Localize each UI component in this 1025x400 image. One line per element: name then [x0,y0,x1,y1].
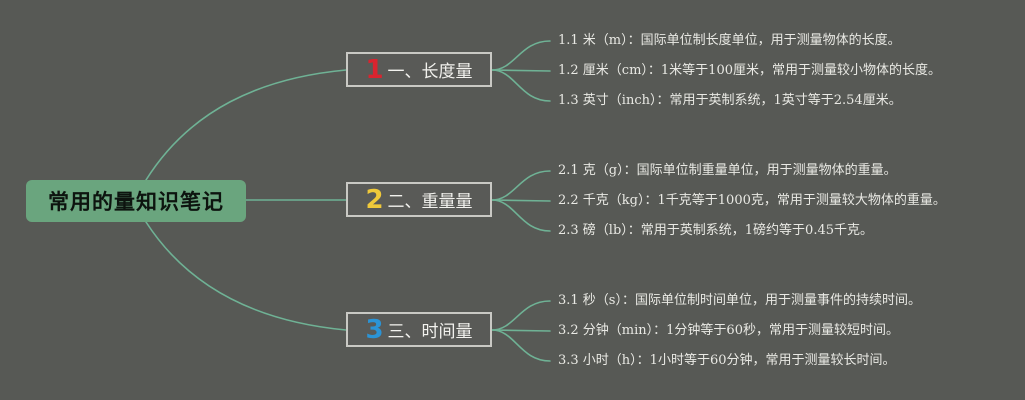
root-topic-label: 常用的量知识笔记 [48,190,224,214]
leaf-1-3[interactable]: 1.3 英寸（inch）：常用于英制系统，1英寸等于2.54厘米。 [558,93,902,108]
branch-topic-1[interactable]: 1 一、长度量 [346,52,492,87]
connector-branch-3-leaf-3 [491,329,551,362]
branch-topic-3-label: 三、时间量 [387,322,473,342]
connector-branch-1-leaf-2 [491,69,551,72]
leaf-3-3[interactable]: 3.3 小时（h）：1小时等于60分钟，常用于测量较长时间。 [558,353,896,368]
leaf-1-2[interactable]: 1.2 厘米（cm）：1米等于100厘米，常用于测量较小物体的长度。 [558,63,941,78]
branch-topic-2-label: 二、重量量 [387,192,473,212]
number-2-icon: 2 [365,184,384,215]
branch-topic-2[interactable]: 2 二、重量量 [346,182,492,217]
connector-branch-2-leaf-3 [491,199,551,232]
leaf-3-2[interactable]: 3.2 分钟（min）：1分钟等于60秒，常用于测量较短时间。 [558,323,899,338]
branch-topic-1-label: 一、长度量 [387,62,473,82]
leaf-2-3[interactable]: 2.3 磅（lb）：常用于英制系统，1磅约等于0.45千克。 [558,223,874,238]
connector-branch-2-leaf-1 [491,170,551,201]
connector-root-branch-1 [145,69,347,181]
connector-branch-1-leaf-3 [491,69,551,102]
connector-branch-3-leaf-1 [491,300,551,331]
connector-branch-1-leaf-1 [491,40,551,71]
connector-branch-2-leaf-2 [491,199,551,202]
root-topic[interactable]: 常用的量知识笔记 [26,180,246,222]
connector-root-branch-3 [145,221,347,331]
number-1-icon: 1 [365,54,384,85]
branch-topic-3[interactable]: 3 三、时间量 [346,312,492,347]
connector-branch-3-leaf-2 [491,329,551,332]
leaf-3-1[interactable]: 3.1 秒（s）：国际单位制时间单位，用于测量事件的持续时间。 [558,293,921,308]
leaf-2-2[interactable]: 2.2 千克（kg）：1千克等于1000克，常用于测量较大物体的重量。 [558,193,946,208]
number-3-icon: 3 [365,314,384,345]
leaf-1-1[interactable]: 1.1 米（m）：国际单位制长度单位，用于测量物体的长度。 [558,33,901,48]
leaf-2-1[interactable]: 2.1 克（g）：国际单位制重量单位，用于测量物体的重量。 [558,163,897,178]
